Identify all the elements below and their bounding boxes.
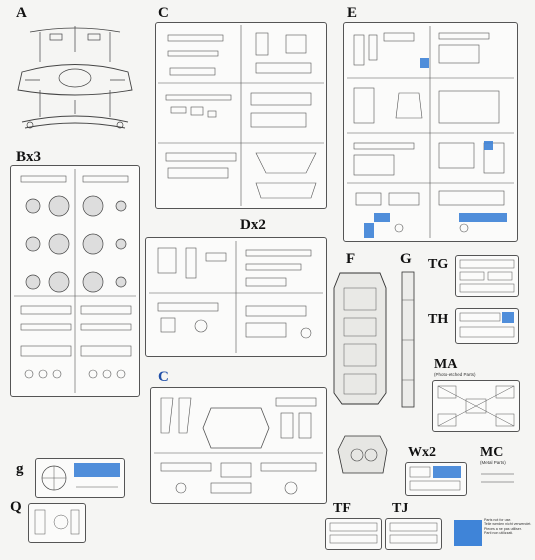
sprue-c-blue-drawing [154, 397, 323, 495]
sprue-q-drawing [34, 509, 80, 535]
parts-mc [478, 468, 518, 492]
part-g-drawing [401, 271, 415, 408]
sprue-label-a: A [16, 5, 27, 21]
sprue-th-drawing [459, 312, 515, 338]
sprue-tg-drawing [459, 259, 515, 293]
sprue-a-drawing [17, 26, 133, 129]
sprue-sub-ma: (Photo-etched Parts) [434, 372, 476, 377]
sprue-sub-mc: (Metal Parts) [480, 460, 506, 465]
sprue-g-small [35, 458, 125, 498]
sprue-label-tf: TF [333, 501, 351, 516]
legend-line: Parts not for use. [484, 518, 512, 522]
sprue-label-wx2: Wx2 [408, 445, 436, 460]
sprue-tf [325, 518, 382, 550]
sprue-a [10, 22, 140, 140]
sprue-label-bx3: Bx3 [16, 149, 42, 165]
sprue-e [343, 22, 518, 242]
legend-line: Parti non utilizzati. [484, 531, 514, 536]
sprue-tj [385, 518, 442, 550]
legend-line: Pieces a ne pas utiliser. [484, 526, 522, 531]
sprue-dx2 [145, 237, 327, 357]
sprue-label-g-small: g [16, 461, 24, 477]
sprue-label-g: G [400, 251, 412, 267]
highlight-unused-g-small [74, 463, 120, 477]
legend-line: Teile werden nicht verwendet. [484, 522, 532, 527]
unused-parts-swatch [454, 520, 482, 546]
sprue-dx2-drawing [149, 241, 323, 353]
sprue-label-mc: MC [480, 445, 504, 460]
part-g [398, 270, 418, 410]
sprue-label-e: E [347, 5, 358, 21]
unused-parts-legend: Parts not for use. Teile werden nicht ve… [484, 518, 531, 536]
sprue-c-blue [150, 387, 327, 504]
sprue-e-drawing [347, 26, 514, 238]
sprue-label-q: Q [10, 499, 22, 515]
highlight-unused-e5 [364, 223, 374, 238]
sprue-tf-drawing [329, 522, 378, 544]
chassis-f-drawing [333, 272, 387, 405]
sprue-label-dx2: Dx2 [240, 217, 266, 233]
turret-part [335, 428, 390, 483]
highlight-unused-wx2 [433, 466, 461, 478]
sprue-wx2-drawing [409, 466, 461, 491]
highlight-unused-e4 [459, 213, 507, 222]
sprue-ma [432, 380, 520, 432]
sprue-label-th: TH [428, 312, 449, 327]
turret-part-drawing [337, 435, 388, 474]
highlight-unused-e1 [420, 58, 429, 68]
sprue-th [455, 308, 519, 344]
highlight-unused-e2 [484, 141, 493, 150]
sprue-tj-drawing [389, 522, 438, 544]
sprue-wx2 [405, 462, 467, 496]
sprue-label-c-top: C [158, 5, 169, 21]
sprue-bx3-drawing [14, 169, 136, 393]
sprue-label-c-blue: C [158, 369, 169, 385]
sprue-label-ma: MA [434, 357, 458, 372]
highlight-unused-th [502, 312, 514, 323]
sprue-label-f: F [346, 251, 356, 267]
chassis-f [330, 268, 390, 408]
sprue-tg [455, 255, 519, 297]
sprue-ma-drawing [437, 385, 515, 427]
parts-mc-drawing [481, 473, 514, 483]
sprue-c-top [155, 22, 327, 209]
highlight-unused-e3 [374, 213, 390, 222]
sprue-g-small-drawing [41, 465, 118, 491]
sprue-label-tj: TJ [392, 501, 409, 516]
sprue-q [28, 503, 86, 543]
sprue-bx3 [10, 165, 140, 397]
sprue-c-top-drawing [158, 25, 324, 206]
sprue-label-tg: TG [428, 257, 449, 272]
